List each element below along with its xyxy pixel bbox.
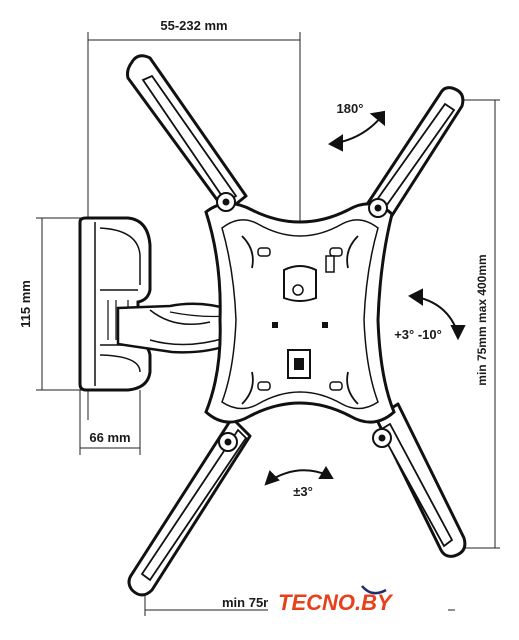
- swivel-arrow-icon: [328, 110, 385, 152]
- level-label: ±3°: [293, 484, 313, 499]
- tilt-arrow-icon: [408, 288, 466, 341]
- top-width-label: 55-232 mm: [160, 18, 227, 33]
- vesa-vertical-label: min 75mm max 400mm: [475, 254, 489, 385]
- swing-arm: [116, 302, 234, 354]
- level-arrow-icon: [264, 466, 334, 486]
- tilt-label: +3° -10°: [394, 327, 442, 342]
- swivel-label: 180°: [337, 101, 364, 116]
- vesa-bracket: [126, 54, 467, 597]
- depth-label: 66 mm: [89, 430, 130, 445]
- tecno-logo: TECNO.BY: [268, 585, 448, 616]
- wall-plate: [78, 216, 152, 392]
- height-label: 115 mm: [18, 280, 33, 328]
- logo-swoosh-icon: [361, 585, 387, 595]
